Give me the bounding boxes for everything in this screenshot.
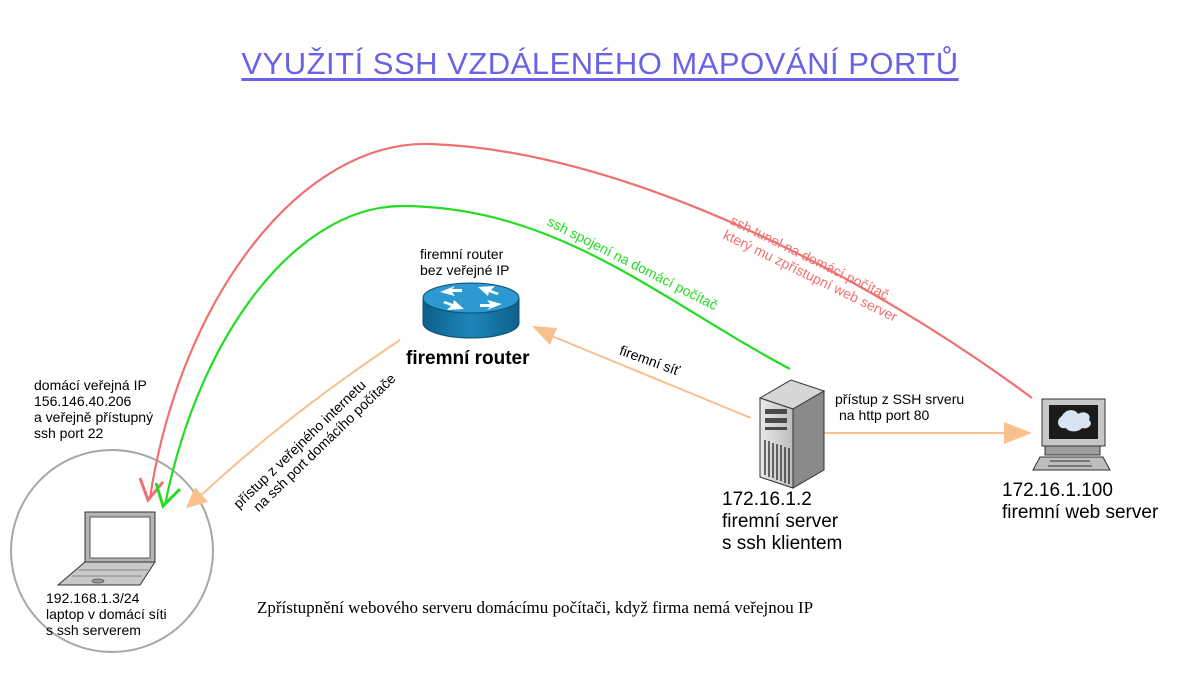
home-network-circle xyxy=(10,449,214,653)
router-top-label-line: bez veřejné IP xyxy=(420,262,510,278)
page-title: VYUŽITÍ SSH VZDÁLENÉHO MAPOVÁNÍ PORTŮ xyxy=(241,46,959,81)
home-laptop-label-line: s ssh serverem xyxy=(46,622,141,638)
internet-access-arrowhead xyxy=(186,487,208,508)
home-public-info-label: domácí veřejná IP 156.146.40.206 a veřej… xyxy=(34,377,153,441)
http-access-label-line: přístup z SSH srveru xyxy=(835,391,965,407)
diagram-caption: Zpřístupnění webového serveru domácímu p… xyxy=(257,598,814,617)
home-laptop-label-line: laptop v domácí síti xyxy=(46,606,167,622)
internet-access-arrow xyxy=(197,339,401,499)
home-public-info-line: 156.146.40.206 xyxy=(34,393,132,409)
ssh-tunnel-arrow xyxy=(148,142,1033,499)
home-public-info-line: ssh port 22 xyxy=(34,425,104,441)
desktop-computer-icon xyxy=(1032,398,1111,471)
ssh-connection-arrowhead xyxy=(154,482,182,509)
web-server-label-line: firemní web server xyxy=(1002,502,1159,523)
home-public-info-line: a veřejně přístupný xyxy=(34,409,154,425)
laptop-icon xyxy=(56,511,156,586)
router-top-label-line: firemní router xyxy=(420,246,504,262)
home-laptop-label: 192.168.1.3/24 laptop v domácí síti s ss… xyxy=(46,590,167,638)
home-laptop-label-line: 192.168.1.3/24 xyxy=(46,590,140,606)
router-icon xyxy=(422,282,520,339)
router-name-label: firemní router xyxy=(406,348,530,369)
http-access-label: přístup z SSH srveru na http port 80 xyxy=(835,391,964,423)
company-network-arrowhead xyxy=(532,326,557,345)
company-server-label-line: firemní server xyxy=(722,511,839,532)
router-top-label: firemní router bez veřejné IP xyxy=(420,246,510,278)
company-server-label: 172.16.1.2 firemní server s ssh klientem xyxy=(722,489,842,555)
server-tower-icon xyxy=(758,379,826,489)
home-public-info-line: domácí veřejná IP xyxy=(34,377,147,393)
web-server-label: 172.16.1.100 firemní web server xyxy=(1002,480,1158,524)
http-access-label-line: na http port 80 xyxy=(839,407,930,423)
http-access-arrowhead xyxy=(1004,422,1032,444)
company-network-arrow xyxy=(541,331,752,419)
ssh-connection-arrow xyxy=(163,204,791,506)
company-server-label-line: s ssh klientem xyxy=(722,533,843,554)
company-server-label-line: 172.16.1.2 xyxy=(722,489,812,510)
web-server-label-line: 172.16.1.100 xyxy=(1002,480,1113,501)
